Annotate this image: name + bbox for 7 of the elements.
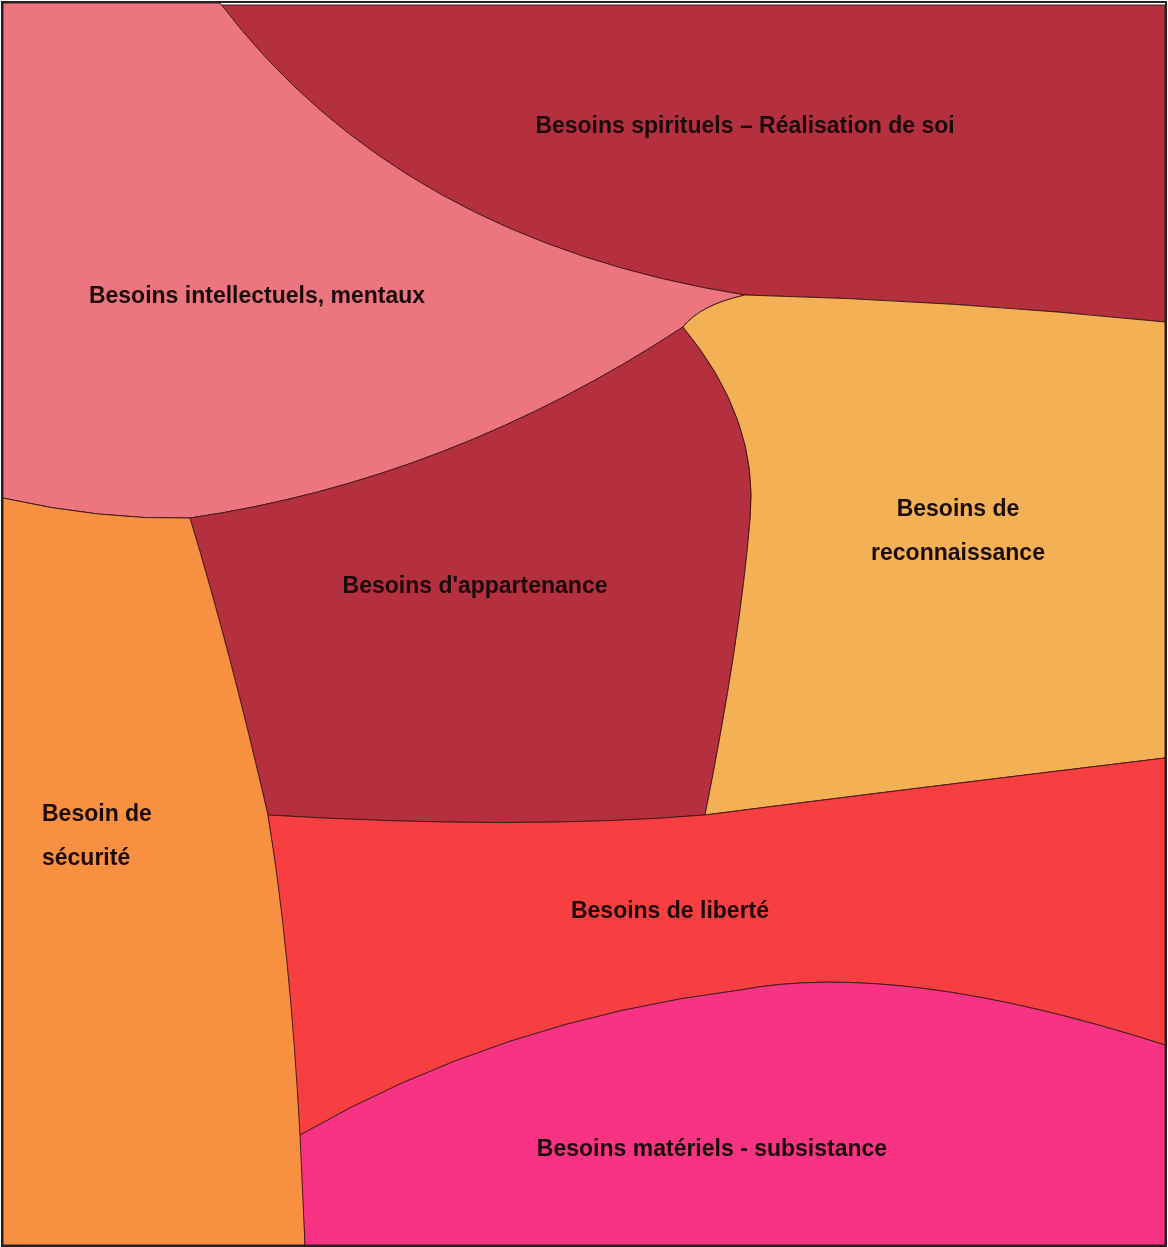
region-label: Besoins d'appartenance: [342, 571, 608, 600]
region-label: Besoins intellectuels, mentaux: [88, 281, 426, 310]
region-label: Besoins de reconnaissance: [870, 494, 1046, 567]
region-label: Besoins matériels - subsistance: [536, 1134, 888, 1163]
region-label: Besoins spirituels – Réalisation de soi: [535, 111, 955, 140]
region-label: Besoins de liberté: [570, 896, 770, 925]
region-label: Besoin de sécurité: [42, 799, 153, 872]
